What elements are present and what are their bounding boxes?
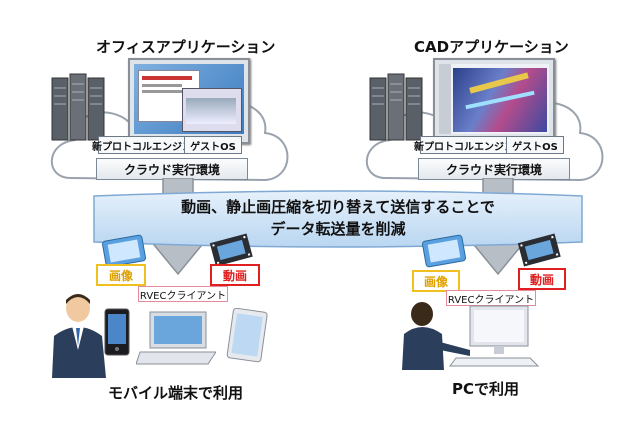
smartphone-icon xyxy=(104,308,130,356)
right-protocol-engine-label: 新プロトコルエンジン xyxy=(414,136,514,154)
banner-line2: データ転送量を削減 xyxy=(270,220,406,238)
left-image-tag: 画像 xyxy=(96,264,146,286)
left-image-icon xyxy=(102,234,146,268)
pc-user-icon xyxy=(402,302,540,370)
right-footer: PCで利用 xyxy=(452,380,520,398)
right-image-icon xyxy=(422,234,466,268)
right-server-icon xyxy=(369,73,423,141)
left-server-icon xyxy=(51,73,105,141)
banner-line1: 動画、静止画圧縮を切り替えて送信することで xyxy=(181,198,495,216)
right-title: CADアプリケーション xyxy=(414,38,569,56)
left-video-tag: 動画 xyxy=(210,264,260,286)
right-cloud-env-label: クラウド実行環境 xyxy=(418,158,570,180)
right-cad-monitor xyxy=(433,58,555,144)
laptop-icon xyxy=(136,311,216,365)
left-cloud-env-label: クラウド実行環境 xyxy=(96,158,248,180)
left-office-monitor xyxy=(128,58,250,144)
right-video-tag: 動画 xyxy=(518,268,566,290)
right-guest-os-label: ゲストOS xyxy=(506,136,564,154)
left-rvec-client: RVECクライアント xyxy=(138,286,228,302)
tablet-icon xyxy=(226,308,268,363)
left-protocol-engine-label: 新プロトコルエンジン xyxy=(92,136,192,154)
left-footer: モバイル端末で利用 xyxy=(108,384,244,402)
left-guest-os-label: ゲストOS xyxy=(184,136,242,154)
left-film-icon xyxy=(209,233,253,267)
right-image-tag: 画像 xyxy=(412,270,460,292)
left-title: オフィスアプリケーション xyxy=(96,38,276,56)
mobile-user-icon xyxy=(52,294,106,378)
right-film-icon xyxy=(517,233,561,267)
